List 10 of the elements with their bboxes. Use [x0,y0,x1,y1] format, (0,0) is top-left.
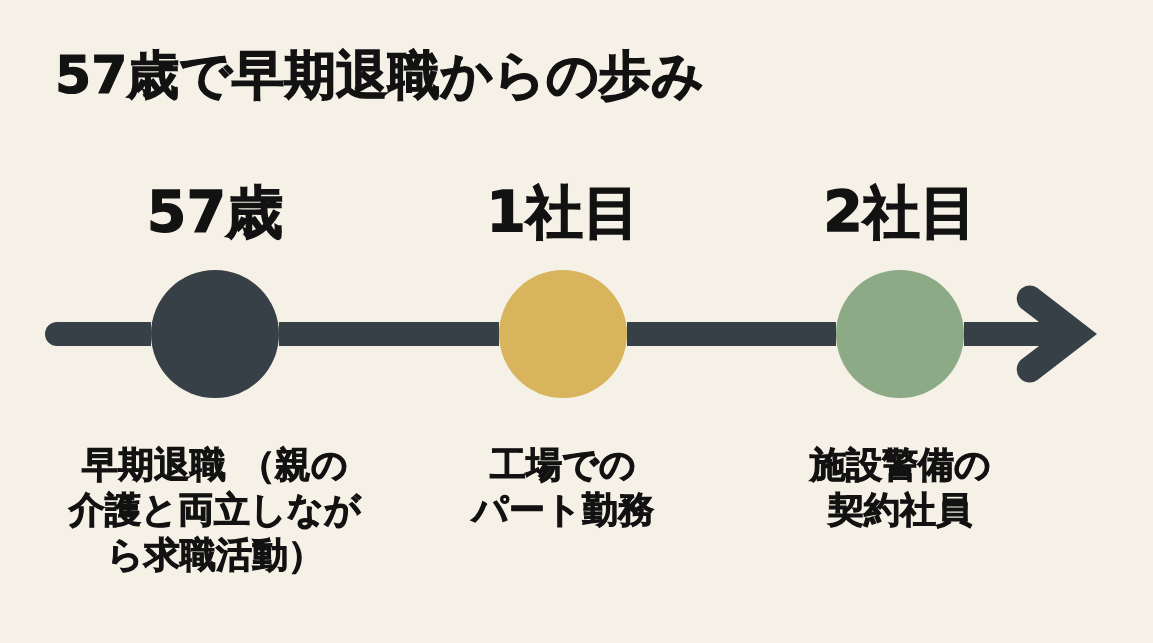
milestone-description: 早期退職 （親の介護と両立しながら求職活動） [68,443,362,577]
milestone-heading: 1社目 [486,178,640,246]
timeline-line [279,322,499,346]
milestone-heading: 2社目 [823,178,977,246]
milestone-description: 工場でのパート勤務 [471,443,655,532]
milestone-heading: 57歳 [146,178,284,246]
timeline-line [45,322,151,346]
title: 57歳で早期退職からの歩み [55,44,705,106]
milestone-description: 施設警備の契約社員 [808,443,992,532]
timeline-line [627,322,836,346]
